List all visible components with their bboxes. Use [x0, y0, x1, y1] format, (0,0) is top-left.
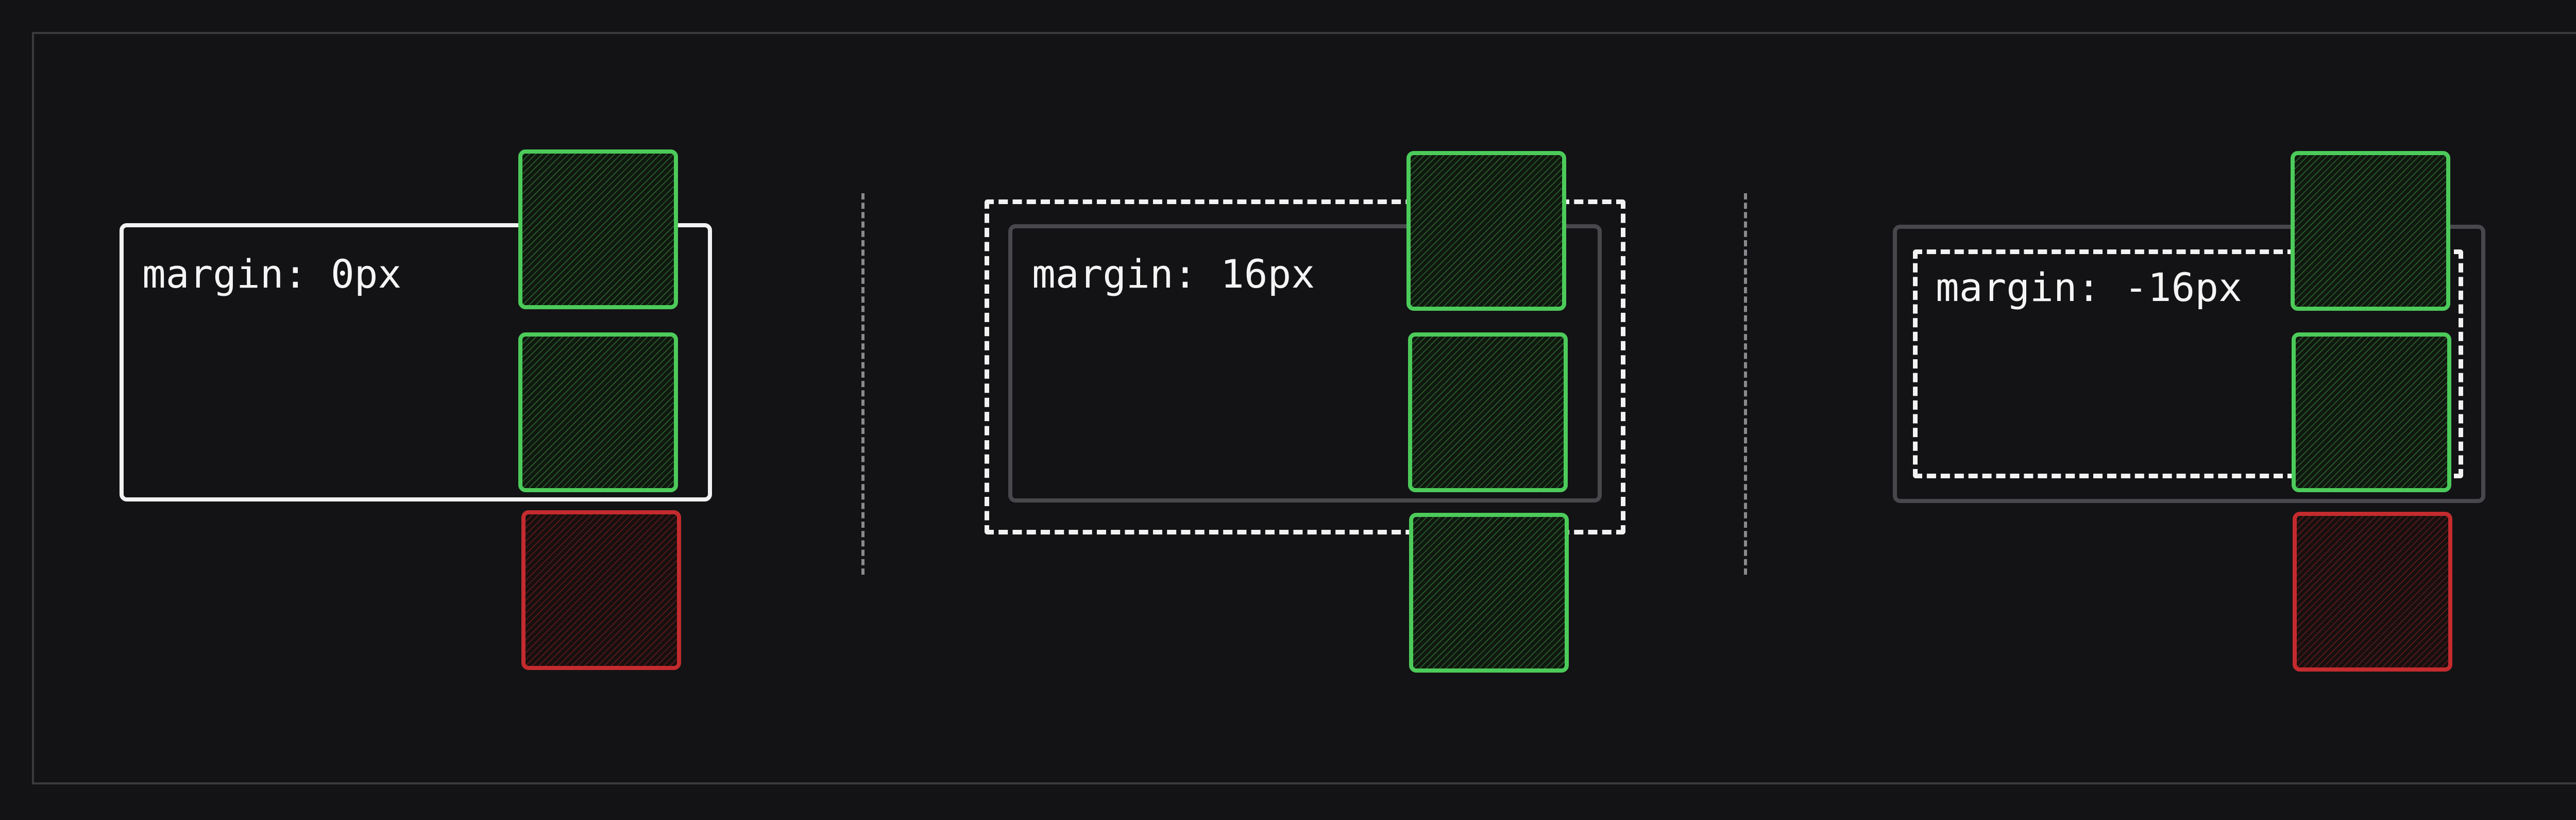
panel-2-margin-box [985, 199, 1625, 534]
panel-1-container [120, 223, 712, 501]
panel-3-container [1893, 225, 2485, 503]
diagram-frame [32, 32, 2576, 784]
panel-1-square-1 [518, 149, 678, 309]
divider-2 [1744, 193, 1747, 575]
panel-3-label: margin: -16px [1936, 264, 2242, 310]
panel-2-label: margin: 16px [1032, 251, 1315, 297]
panel-1-square-3 [521, 510, 681, 670]
panel-3-square-2 [2292, 332, 2451, 492]
panel-2-square-2 [1408, 332, 1568, 492]
panel-3-margin-box [1913, 249, 2463, 478]
panel-1-label: margin: 0px [142, 251, 402, 297]
panel-1-square-2 [518, 332, 678, 492]
panel-3-square-3 [2293, 512, 2452, 672]
panel-2-square-1 [1406, 151, 1566, 311]
panel-2-square-3 [1409, 513, 1569, 673]
panel-2-container [1008, 224, 1602, 503]
panel-3-square-1 [2291, 151, 2450, 311]
divider-1 [861, 193, 865, 575]
